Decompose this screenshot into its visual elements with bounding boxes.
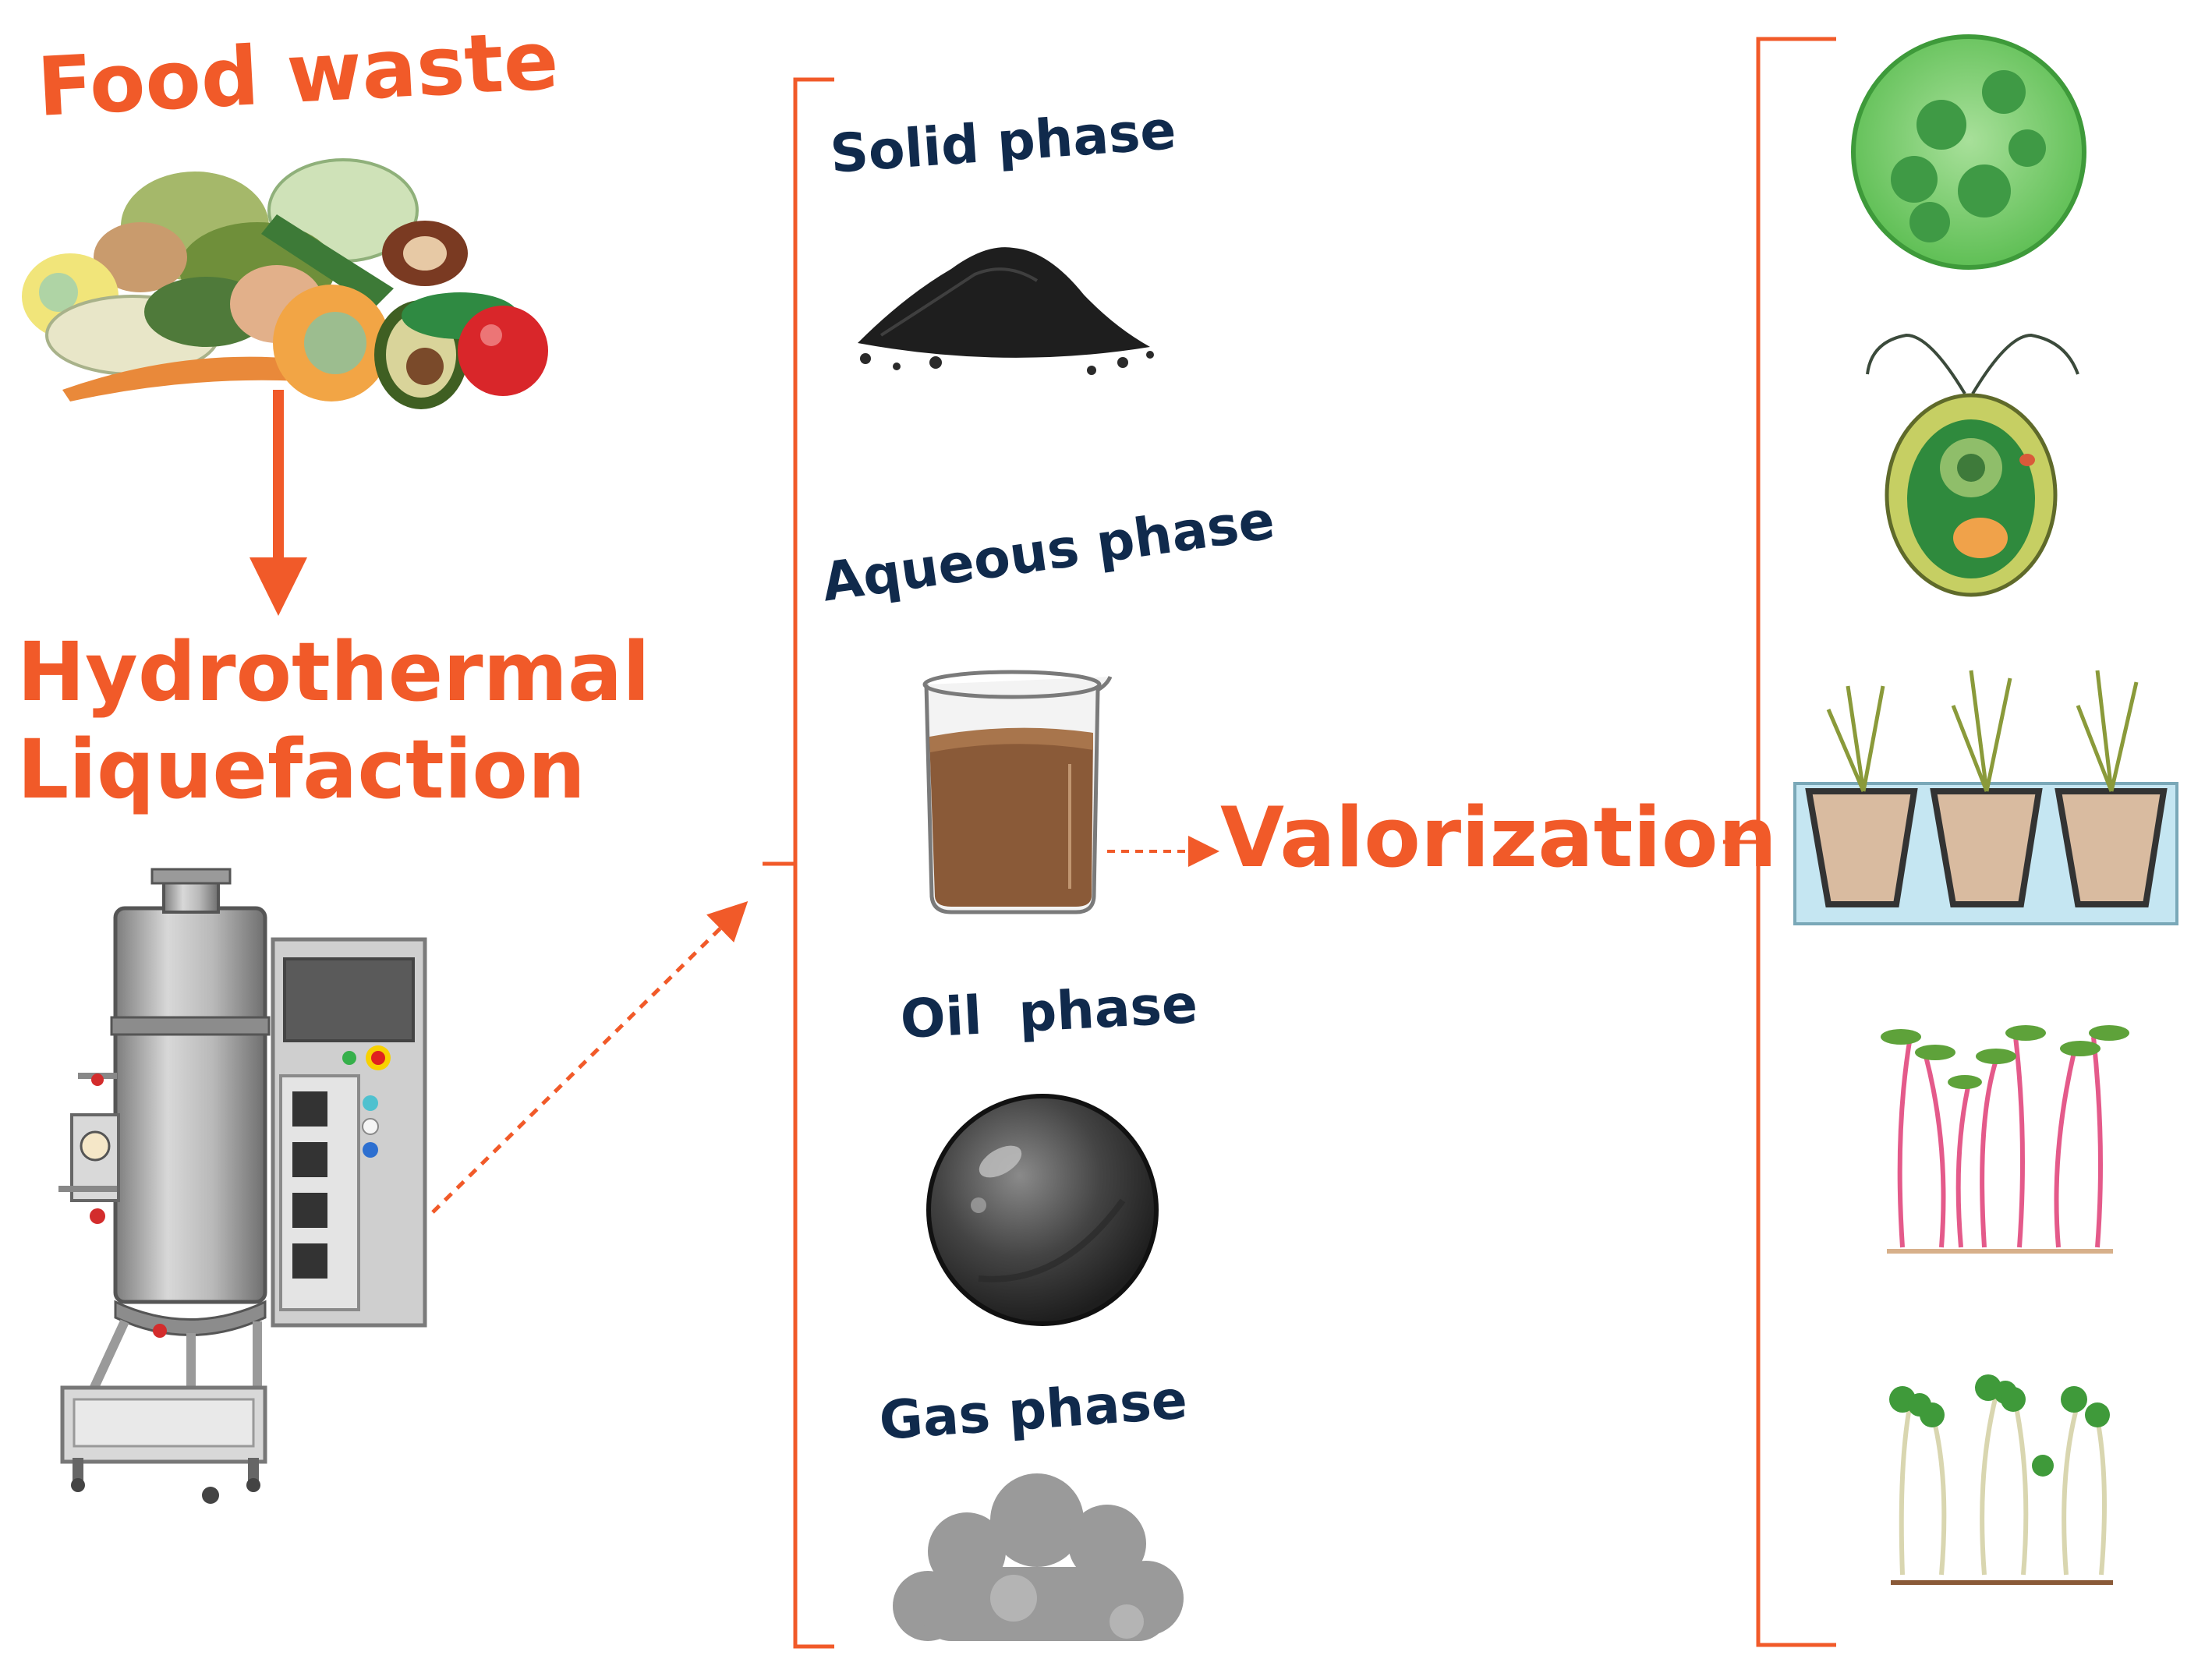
htl-title-line-1: Hydrothermal [17, 624, 650, 720]
down-arrow-icon [250, 390, 307, 616]
htl-process-title: Hydrothermal Liquefaction [17, 624, 650, 819]
microalgae-flagellate-icon [1866, 333, 2079, 597]
red-stem-seedlings-icon [1881, 1025, 2129, 1254]
oil-phase-label: Oil phase [898, 974, 1199, 1051]
beaker-liquid-icon [922, 670, 1113, 914]
applications-bracket [1756, 37, 1836, 1647]
htl-title-line-2: Liquefaction [17, 721, 586, 817]
food-waste-title: Food waste [34, 12, 561, 135]
hydroponic-plants-icon [1793, 670, 2178, 925]
oil-sphere-icon [926, 1094, 1159, 1326]
solid-char-pile-icon [858, 247, 1154, 375]
htl-reactor-icon [58, 868, 427, 1504]
green-sprouts-icon [1889, 1374, 2113, 1585]
green-algae-cell-icon [1851, 34, 2086, 270]
food-waste-pile-icon [22, 158, 548, 409]
products-bracket [763, 77, 834, 1649]
reactor-to-products-arrow [431, 900, 749, 1214]
gas-cloud-icon [893, 1473, 1184, 1641]
valorization-label: Valorization [1220, 790, 1778, 886]
